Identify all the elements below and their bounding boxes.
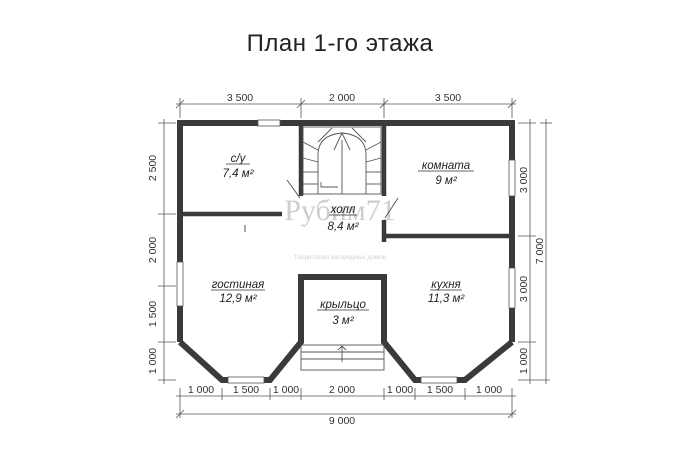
dim-right-3: 1 000 bbox=[518, 348, 530, 374]
porch-steps bbox=[300, 344, 385, 371]
dim-bottom-6: 1 500 bbox=[427, 384, 453, 396]
dim-left-2: 2 000 bbox=[147, 237, 159, 263]
dim-bottom-1: 1 000 bbox=[188, 384, 214, 396]
dim-right-total: 7 000 bbox=[534, 238, 546, 264]
dim-bottom-3: 1 000 bbox=[273, 384, 299, 396]
dim-top-1: 3 500 bbox=[227, 92, 253, 104]
dim-top-3: 3 500 bbox=[435, 92, 461, 104]
room-area-bedroom: 9 м² bbox=[435, 175, 457, 187]
room-area-hall: 8,4 м² bbox=[328, 221, 360, 233]
dim-left-3: 1 500 bbox=[147, 301, 159, 327]
room-name-kitchen: кухня bbox=[431, 279, 460, 291]
room-area-living-room: 12,9 м² bbox=[219, 293, 257, 305]
staircase bbox=[302, 126, 382, 195]
dim-bottom-4: 2 000 bbox=[329, 384, 355, 396]
dimension-labels: 3 500 2 000 3 500 1 000 1 500 1 000 2 00… bbox=[147, 92, 546, 427]
dim-left-1: 2 500 bbox=[147, 155, 159, 181]
page-title: План 1-го этажа bbox=[246, 30, 434, 57]
dim-bottom-total: 9 000 bbox=[329, 415, 355, 427]
watermark-tagline: Территория загородных домов bbox=[294, 254, 387, 261]
room-name-living-room: гостиная bbox=[212, 279, 265, 291]
dim-right-2: 3 000 bbox=[518, 276, 530, 302]
watermark-brand: Рубим71 bbox=[284, 194, 396, 227]
room-area-kitchen: 11,3 м² bbox=[428, 293, 466, 305]
room-labels: с/у 7,4 м² комната 9 м² холл 8,4 м² гост… bbox=[211, 153, 474, 327]
room-area-porch: 3 м² bbox=[332, 315, 354, 327]
dimension-lines bbox=[158, 98, 552, 419]
room-area-bathroom: 7,4 м² bbox=[223, 168, 255, 180]
dim-top-2: 2 000 bbox=[329, 92, 355, 104]
room-name-porch: крыльцо bbox=[320, 299, 366, 311]
dim-right-1: 3 000 bbox=[518, 167, 530, 193]
interior-walls bbox=[180, 123, 512, 242]
doors bbox=[244, 179, 399, 232]
dim-bottom-2: 1 500 bbox=[233, 384, 259, 396]
dim-bottom-7: 1 000 bbox=[476, 384, 502, 396]
dim-left-4: 1 000 bbox=[147, 348, 159, 374]
windows bbox=[176, 119, 516, 384]
room-name-bedroom: комната bbox=[422, 160, 470, 172]
dim-bottom-5: 1 000 bbox=[387, 384, 413, 396]
watermark: Рубим71 Территория загородных домов bbox=[284, 194, 396, 261]
room-name-hall: холл bbox=[330, 204, 356, 216]
room-name-bathroom: с/у bbox=[231, 153, 247, 165]
